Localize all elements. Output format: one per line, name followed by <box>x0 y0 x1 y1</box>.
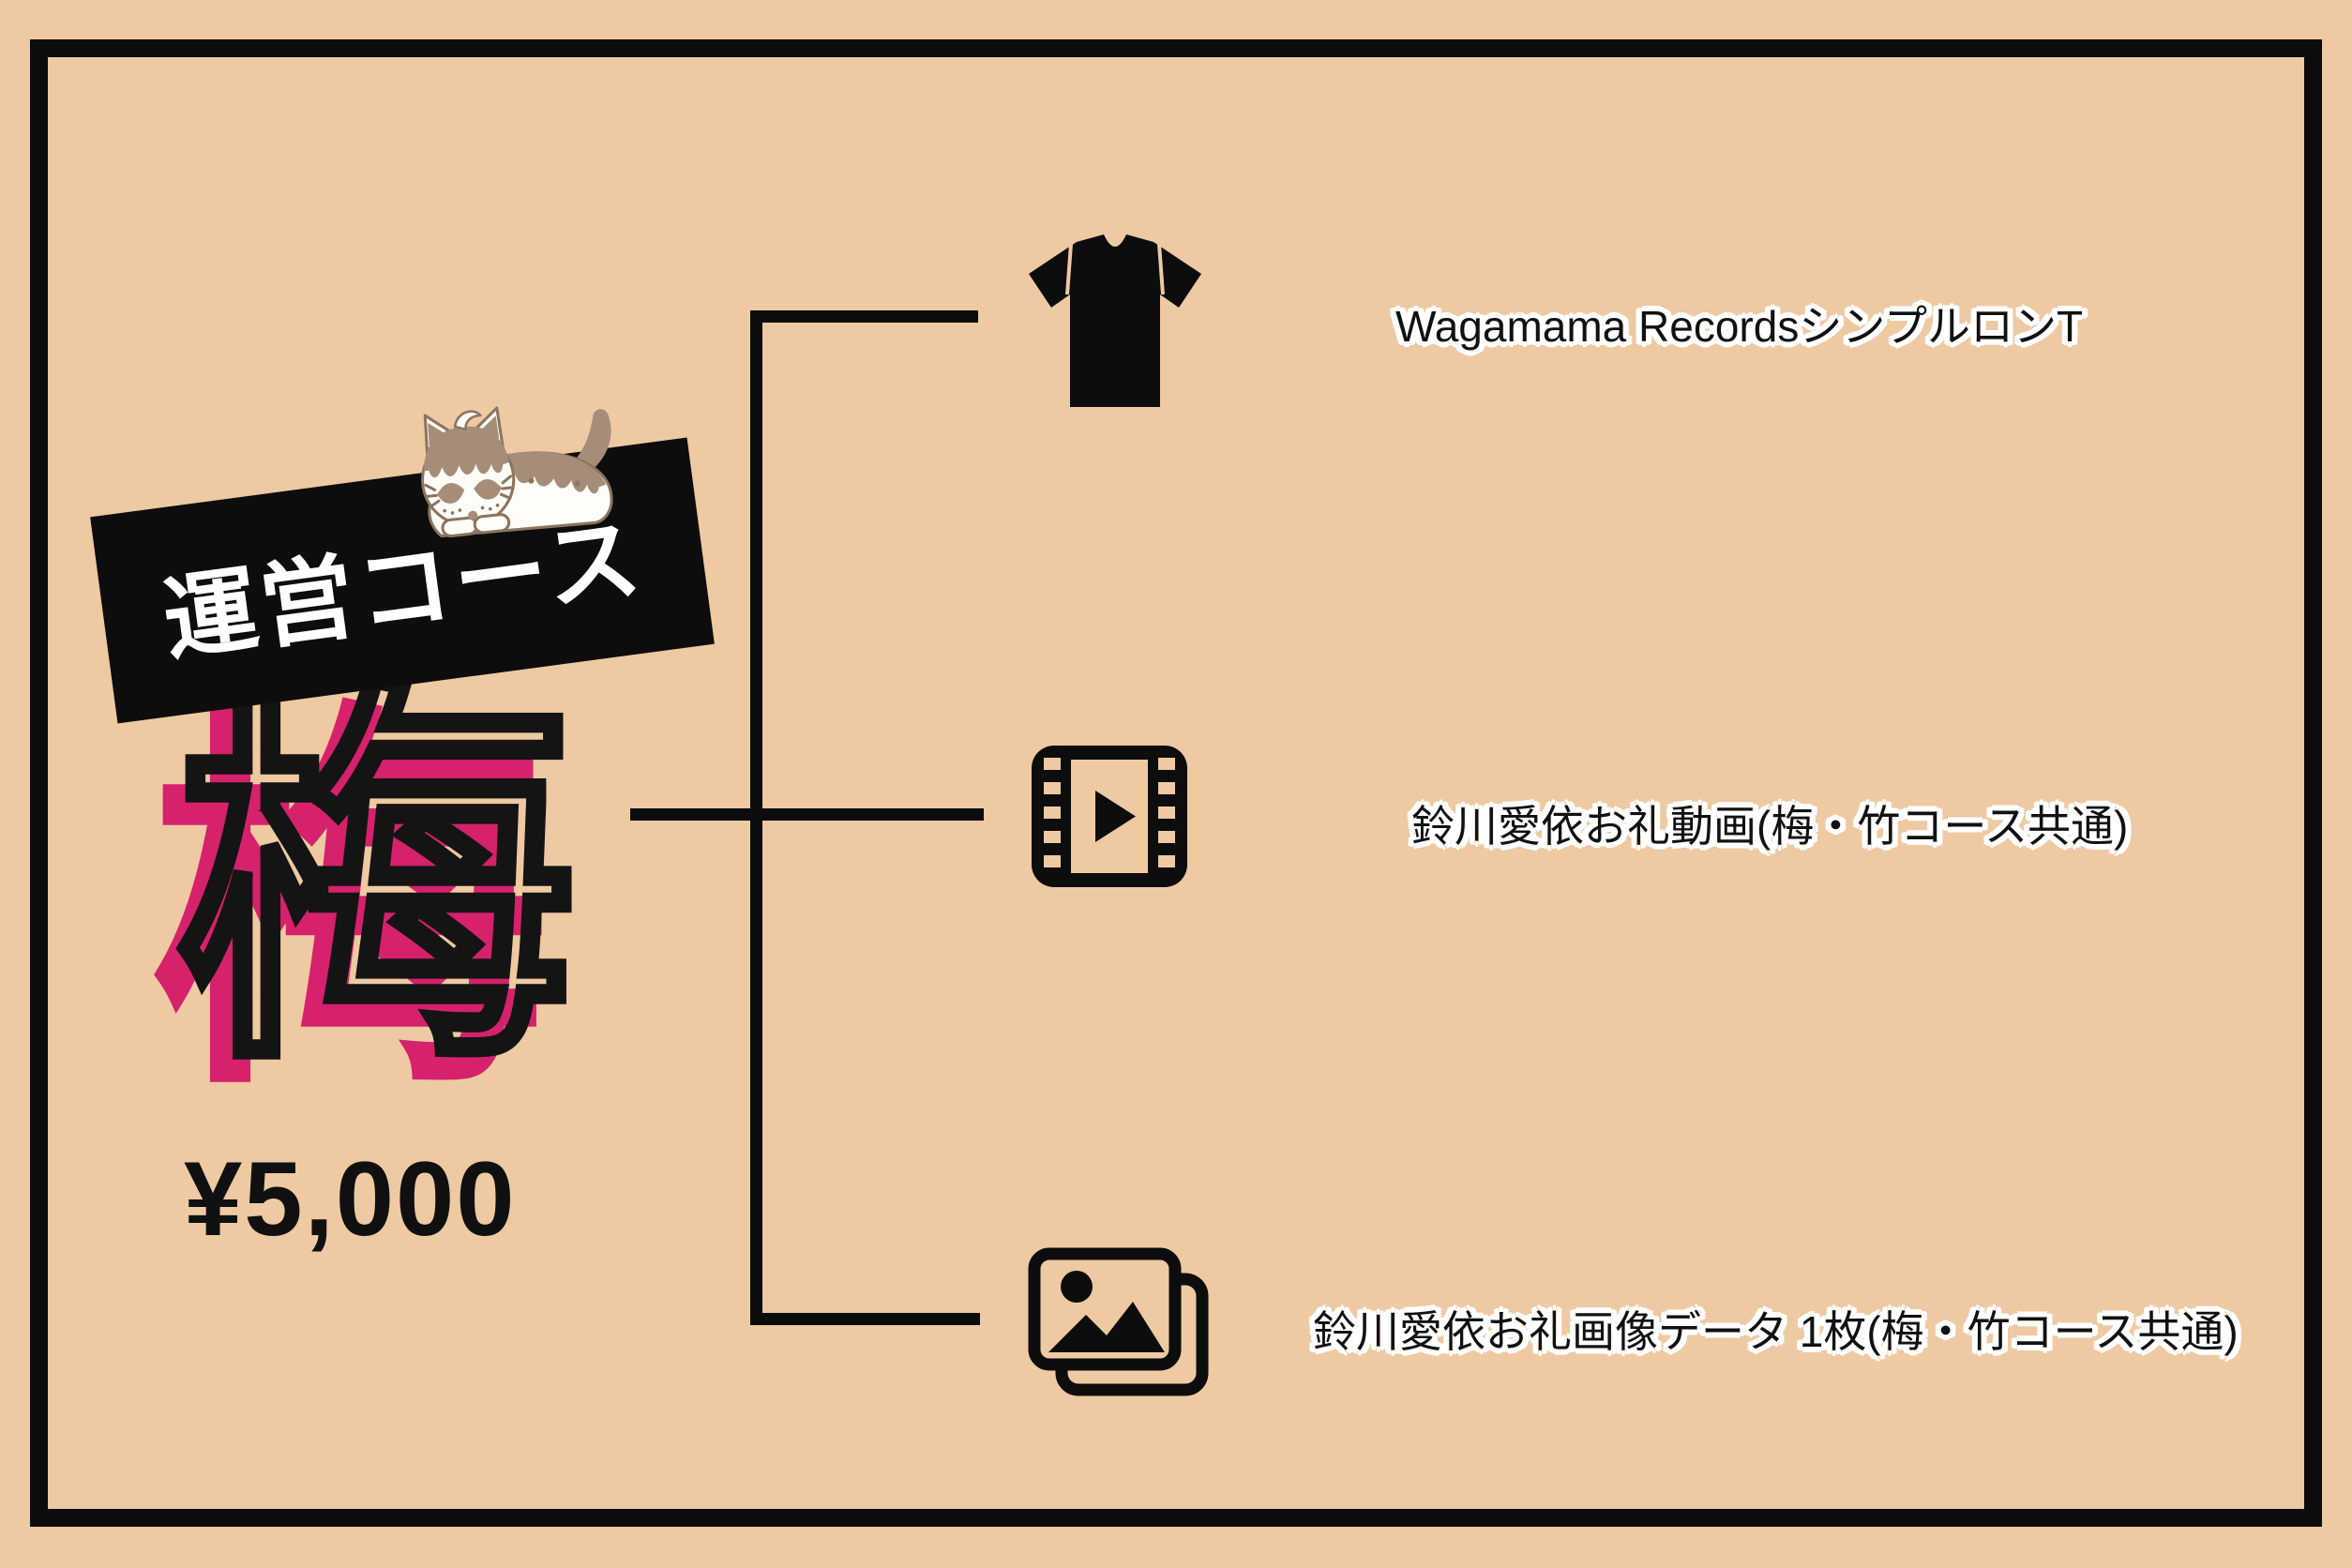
reward-label-video: 鈴川愛依お礼動画(梅・竹コース共通) <box>1411 802 2129 851</box>
tshirt-icon <box>1018 233 1213 416</box>
course-name-outline: 梅 <box>171 654 581 1104</box>
tree-branch-middle <box>630 808 984 821</box>
course-name: 梅 梅 <box>148 654 636 1165</box>
course-name-fill: 梅 <box>148 680 551 1130</box>
film-icon <box>1030 744 1189 889</box>
cat-mascot-icon <box>364 378 650 555</box>
reward-label-tshirt: Wagamama RecordsシンプルロンT <box>1395 302 2084 351</box>
course-price: ¥5,000 <box>184 1140 517 1258</box>
tree-branch-top <box>750 310 978 323</box>
tree-branch-bottom <box>750 1313 980 1325</box>
images-icon <box>1028 1247 1211 1397</box>
poster-frame <box>30 39 2322 1527</box>
reward-label-image-data: 鈴川愛依お礼画像データ 1枚(梅・竹コース共通) <box>1313 1307 2239 1356</box>
